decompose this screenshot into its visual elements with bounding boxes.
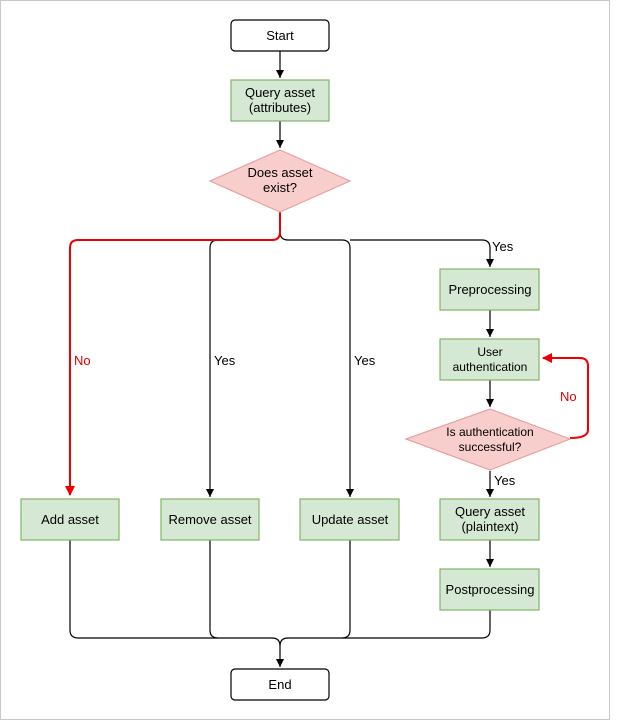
- edge-exist-add: [65, 212, 281, 496]
- node-query-attributes: Query asset (attributes): [230, 79, 330, 122]
- edge-post-end: [342, 610, 491, 639]
- node-query-attributes-line2: (attributes): [249, 100, 311, 115]
- node-query-plaintext: Query asset (plaintext): [439, 498, 540, 541]
- edge-update-end: [279, 540, 351, 647]
- label-yes-preprocessing: Yes: [492, 239, 514, 254]
- edge-authok-userauth-retry: [542, 353, 589, 439]
- edge-add-end: [69, 540, 284, 667]
- label-yes-auth: Yes: [494, 473, 516, 488]
- node-is-authentication-successful-line2: successful?: [459, 440, 522, 454]
- label-yes-update: Yes: [354, 353, 376, 368]
- node-remove-asset-label: Remove asset: [168, 512, 251, 527]
- node-add-asset: Add asset: [20, 498, 120, 541]
- node-query-attributes-line1: Query asset: [245, 85, 315, 100]
- edge-remove-end: [209, 540, 219, 639]
- label-yes-remove: Yes: [214, 353, 236, 368]
- node-user-authentication-line2: authentication: [453, 360, 528, 374]
- label-no-add: No: [74, 353, 91, 368]
- node-does-asset-exist-line2: exist?: [263, 180, 297, 195]
- node-end: End: [230, 668, 330, 701]
- node-is-authentication-successful-line1: Is authentication: [446, 425, 533, 439]
- node-remove-asset: Remove asset: [160, 498, 260, 541]
- node-postprocessing: Postprocessing: [439, 568, 540, 611]
- edge-exist-preprocessing: [350, 239, 494, 267]
- node-preprocessing-label: Preprocessing: [448, 282, 531, 297]
- node-is-authentication-successful: Is authentication successful?: [404, 408, 572, 471]
- node-update-asset-label: Update asset: [312, 512, 389, 527]
- node-add-asset-label: Add asset: [41, 512, 99, 527]
- edge-exist-update: [279, 231, 354, 497]
- edges-highlight: [65, 212, 589, 496]
- node-postprocessing-label: Postprocessing: [446, 582, 535, 597]
- node-start: Start: [230, 19, 330, 52]
- label-no-auth: No: [560, 389, 577, 404]
- edges: [69, 51, 494, 667]
- node-update-asset: Update asset: [299, 498, 400, 541]
- node-user-authentication-line1: User: [477, 345, 502, 359]
- node-start-label: Start: [266, 28, 294, 43]
- node-query-plaintext-line2: (plaintext): [461, 519, 518, 534]
- node-does-asset-exist-line1: Does asset: [247, 165, 312, 180]
- node-query-plaintext-line1: Query asset: [455, 504, 525, 519]
- node-end-label: End: [268, 677, 291, 692]
- node-preprocessing: Preprocessing: [439, 268, 540, 311]
- node-does-asset-exist: Does asset exist?: [208, 149, 352, 213]
- node-user-authentication: User authentication: [439, 338, 540, 381]
